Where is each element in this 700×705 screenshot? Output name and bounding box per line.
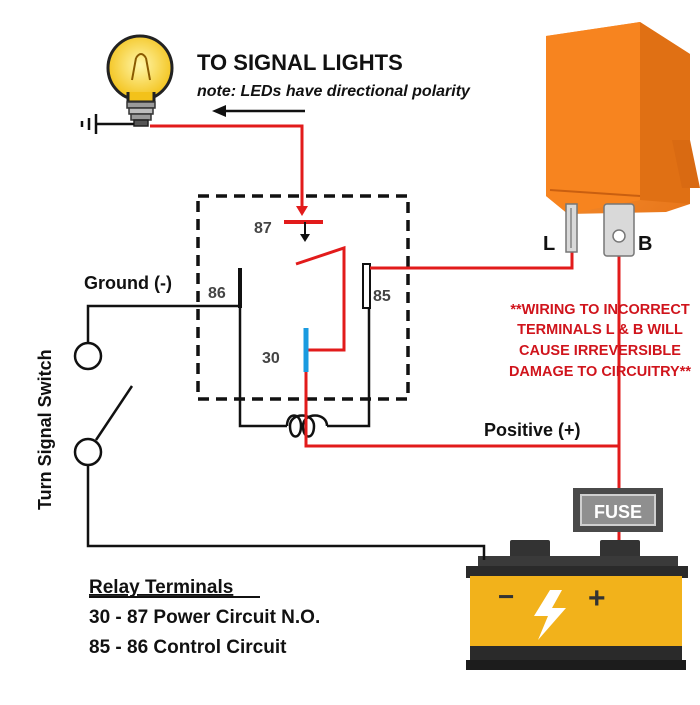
turn-signal-switch-icon	[73, 341, 134, 467]
wire-85-to-l	[370, 244, 574, 270]
battery-plus-sign: +	[588, 582, 606, 615]
wire-30-to-positive	[304, 372, 619, 448]
ground-label: Ground (-)	[84, 273, 172, 293]
relay-terminals-legend: Relay Terminals 30 - 87 Power Circuit N.…	[89, 577, 320, 658]
positive-label: Positive (+)	[484, 420, 581, 440]
wire-87-to-bulb	[150, 124, 304, 208]
direction-arrow-icon	[212, 105, 305, 117]
pin-85-label: 85	[373, 288, 391, 305]
warning-line-2: TERMINALS L & B WILL	[517, 322, 683, 338]
polarity-note: note: LEDs have directional polarity	[197, 83, 471, 100]
turn-signal-switch-label: Turn Signal Switch	[35, 349, 55, 510]
legend-line-2: 85 - 86 Control Circuit	[89, 637, 287, 658]
flasher-terminal-l: L	[543, 233, 555, 255]
lightning-bolt-icon	[534, 590, 566, 640]
flasher-terminal-b: B	[638, 233, 652, 255]
battery-minus-sign: −	[498, 581, 514, 612]
wiring-warning: **WIRING TO INCORRECT TERMINALS L & B WI…	[509, 302, 691, 380]
pin-86-label: 86	[208, 285, 226, 302]
relay-switch-arm	[295, 245, 346, 352]
fuse-label: FUSE	[594, 502, 642, 522]
pin-30-label: 30	[262, 350, 280, 367]
warning-line-4: DAMAGE TO CIRCUITRY**	[509, 364, 691, 380]
armature-arrow-icon	[300, 234, 310, 242]
wire-86-to-ground	[86, 304, 240, 346]
relay-box	[196, 194, 410, 401]
battery-icon	[466, 540, 688, 670]
relay-coil-wire	[238, 308, 371, 428]
flasher-unit	[546, 22, 700, 257]
light-bulb-icon	[106, 34, 174, 127]
terminal-85	[362, 263, 371, 309]
fuse-icon	[573, 488, 663, 532]
warning-line-1: **WIRING TO INCORRECT	[510, 302, 690, 318]
relay-coil-icon	[285, 414, 329, 438]
wire-switch-to-battery	[86, 465, 486, 560]
wire-down-arrow-icon	[296, 206, 308, 216]
pin-87-label: 87	[254, 220, 272, 237]
legend-heading: Relay Terminals	[89, 577, 233, 598]
bulb-ground-icon	[80, 114, 134, 134]
title: TO SIGNAL LIGHTS	[197, 50, 403, 75]
warning-line-3: CAUSE IRREVERSIBLE	[519, 343, 681, 359]
legend-line-1: 30 - 87 Power Circuit N.O.	[89, 607, 320, 628]
